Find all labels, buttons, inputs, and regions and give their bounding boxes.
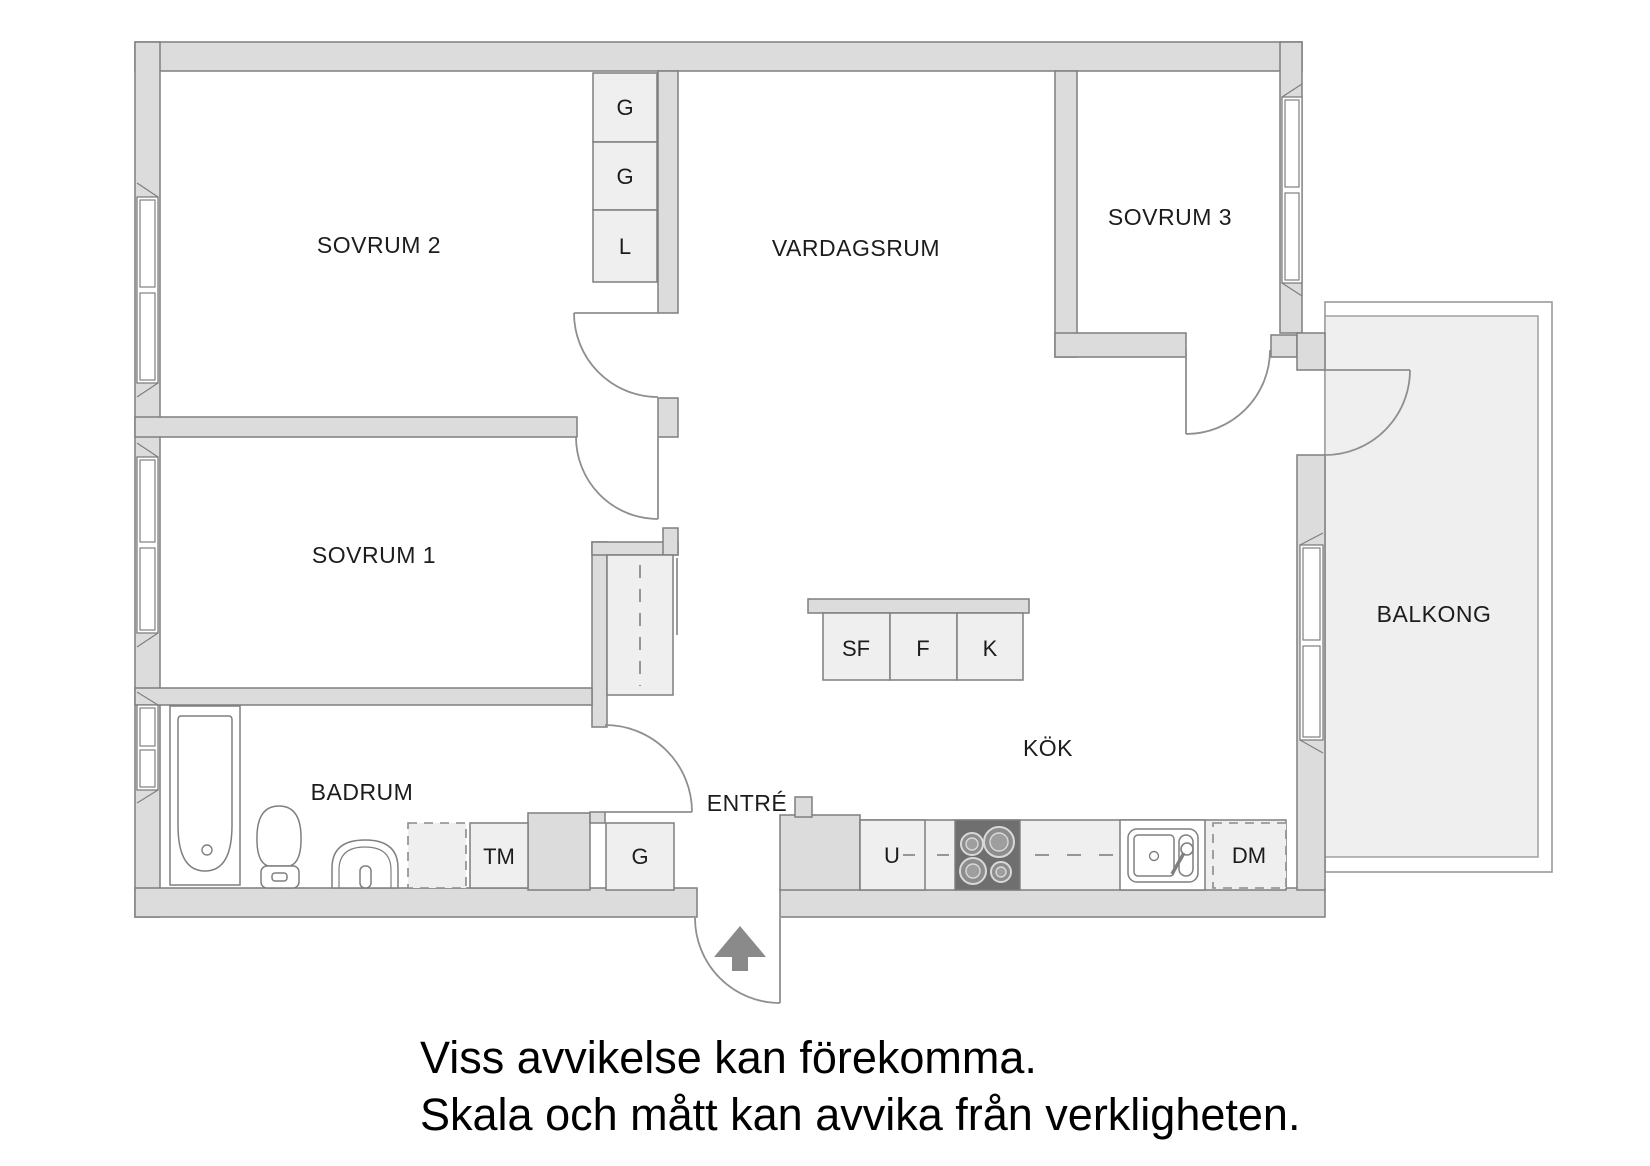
window-kok — [1299, 532, 1324, 754]
door-badrum — [604, 724, 693, 813]
wall-entrance-right-stub — [794, 796, 813, 818]
dishwasher-box — [1212, 822, 1287, 889]
hall-closet — [606, 554, 678, 696]
cooler-box — [956, 612, 1024, 681]
appliance-space-dashed — [407, 822, 467, 889]
wall-sovrum2-sovrum1 — [134, 416, 578, 438]
wall-sovrum2-vardagsrum — [657, 70, 679, 314]
oven-box — [859, 819, 926, 891]
wall-badrum-right-stub — [589, 811, 606, 824]
wall-right-transition — [1296, 332, 1326, 371]
island-counter-bar — [807, 598, 1030, 614]
balcony-railing-inner — [1324, 315, 1539, 858]
room-label-kok: KÖK — [1023, 735, 1073, 761]
windows — [136, 83, 1324, 804]
washing-machine: TM — [469, 822, 529, 889]
window-badrum — [136, 691, 159, 804]
wall-badrum-right-chunk — [527, 812, 591, 891]
room-label-vardagsrum: VARDAGSRUM — [772, 235, 940, 261]
wall-sovrum1-door-stub — [657, 397, 679, 438]
disclaimer: Viss avvikelse kan förekomma. Skala och … — [420, 1032, 1300, 1140]
wall-top — [134, 41, 1303, 72]
fridge-label: F — [916, 636, 929, 661]
freezer-cabinet-label: SF — [842, 636, 870, 661]
room-label-balkong: BALKONG — [1377, 601, 1492, 627]
bathroom-sink — [331, 839, 399, 889]
linen-closet-box — [592, 209, 658, 283]
balcony: BALKONG — [1324, 301, 1553, 873]
wall-sovrum3-bottom — [1054, 332, 1187, 358]
kitchen-counter: U DM — [859, 819, 1287, 891]
hall-wardrobe: G — [605, 822, 675, 891]
disclaimer-line2: Skala och mått kan avvika från verklighe… — [420, 1089, 1300, 1140]
door-entrance — [694, 917, 781, 1004]
washing-machine-label: TM — [483, 844, 515, 869]
room-label-badrum: BADRUM — [311, 779, 414, 805]
kitchen-island-sfk: SF F K — [807, 598, 1030, 681]
cooler-label: K — [983, 636, 998, 661]
wardrobe-2-label: G — [616, 164, 633, 189]
wardrobe-1-box — [592, 72, 658, 143]
wall-sovrum3-stub — [1270, 334, 1298, 358]
wall-hall-closet-left — [591, 541, 608, 728]
window-sovrum1 — [136, 442, 159, 648]
stove — [954, 819, 1021, 891]
wall-hall-closet-stub — [662, 527, 679, 556]
entrance-arrow-icon — [714, 926, 766, 971]
doors — [573, 312, 1411, 1004]
dishwasher: DM — [1212, 822, 1287, 889]
window-sovrum2 — [136, 182, 159, 398]
linen-closet-label: L — [619, 234, 631, 259]
faucet — [1180, 842, 1194, 856]
room-label-sovrum2: SOVRUM 2 — [317, 232, 441, 258]
room-labels: SOVRUM 2 VARDAGSRUM SOVRUM 3 SOVRUM 1 BA… — [311, 204, 1232, 816]
fridge-box — [889, 612, 958, 681]
room-label-sovrum3: SOVRUM 3 — [1108, 204, 1232, 230]
dishwasher-label: DM — [1232, 843, 1266, 868]
washing-machine-box — [469, 822, 529, 889]
room-label-sovrum1: SOVRUM 1 — [312, 542, 436, 568]
disclaimer-line1: Viss avvikelse kan förekomma. — [420, 1032, 1037, 1083]
window-sovrum3 — [1281, 83, 1303, 297]
door-sovrum2 — [573, 312, 659, 398]
wall-entrance-right-chunk — [779, 814, 861, 891]
room-label-entre: ENTRÉ — [707, 790, 787, 816]
bathroom-fixtures: TM — [169, 705, 529, 889]
wall-bottom-left — [134, 887, 698, 918]
wardrobe-1-label: G — [616, 95, 633, 120]
kitchen-sink — [1119, 819, 1206, 891]
door-balcony — [1324, 369, 1411, 456]
freezer-cabinet-box — [822, 612, 891, 681]
toilet — [256, 805, 302, 889]
hall-wardrobe-box — [605, 822, 675, 891]
interior-walls — [134, 70, 1187, 891]
door-sovrum3 — [1185, 349, 1271, 435]
bathtub-drain — [201, 844, 213, 856]
wardrobe-column: G G L — [592, 72, 658, 283]
wardrobe-2-box — [592, 141, 658, 211]
door-sovrum1 — [575, 436, 659, 520]
hall-wardrobe-label: G — [631, 844, 648, 869]
wall-bottom-right — [779, 887, 1326, 918]
wall-sovrum1-badrum — [134, 687, 593, 706]
bathtub — [169, 705, 241, 886]
wall-sovrum3-left — [1054, 70, 1078, 358]
faucet-lever — [1170, 852, 1186, 875]
oven-label: U — [884, 843, 900, 868]
